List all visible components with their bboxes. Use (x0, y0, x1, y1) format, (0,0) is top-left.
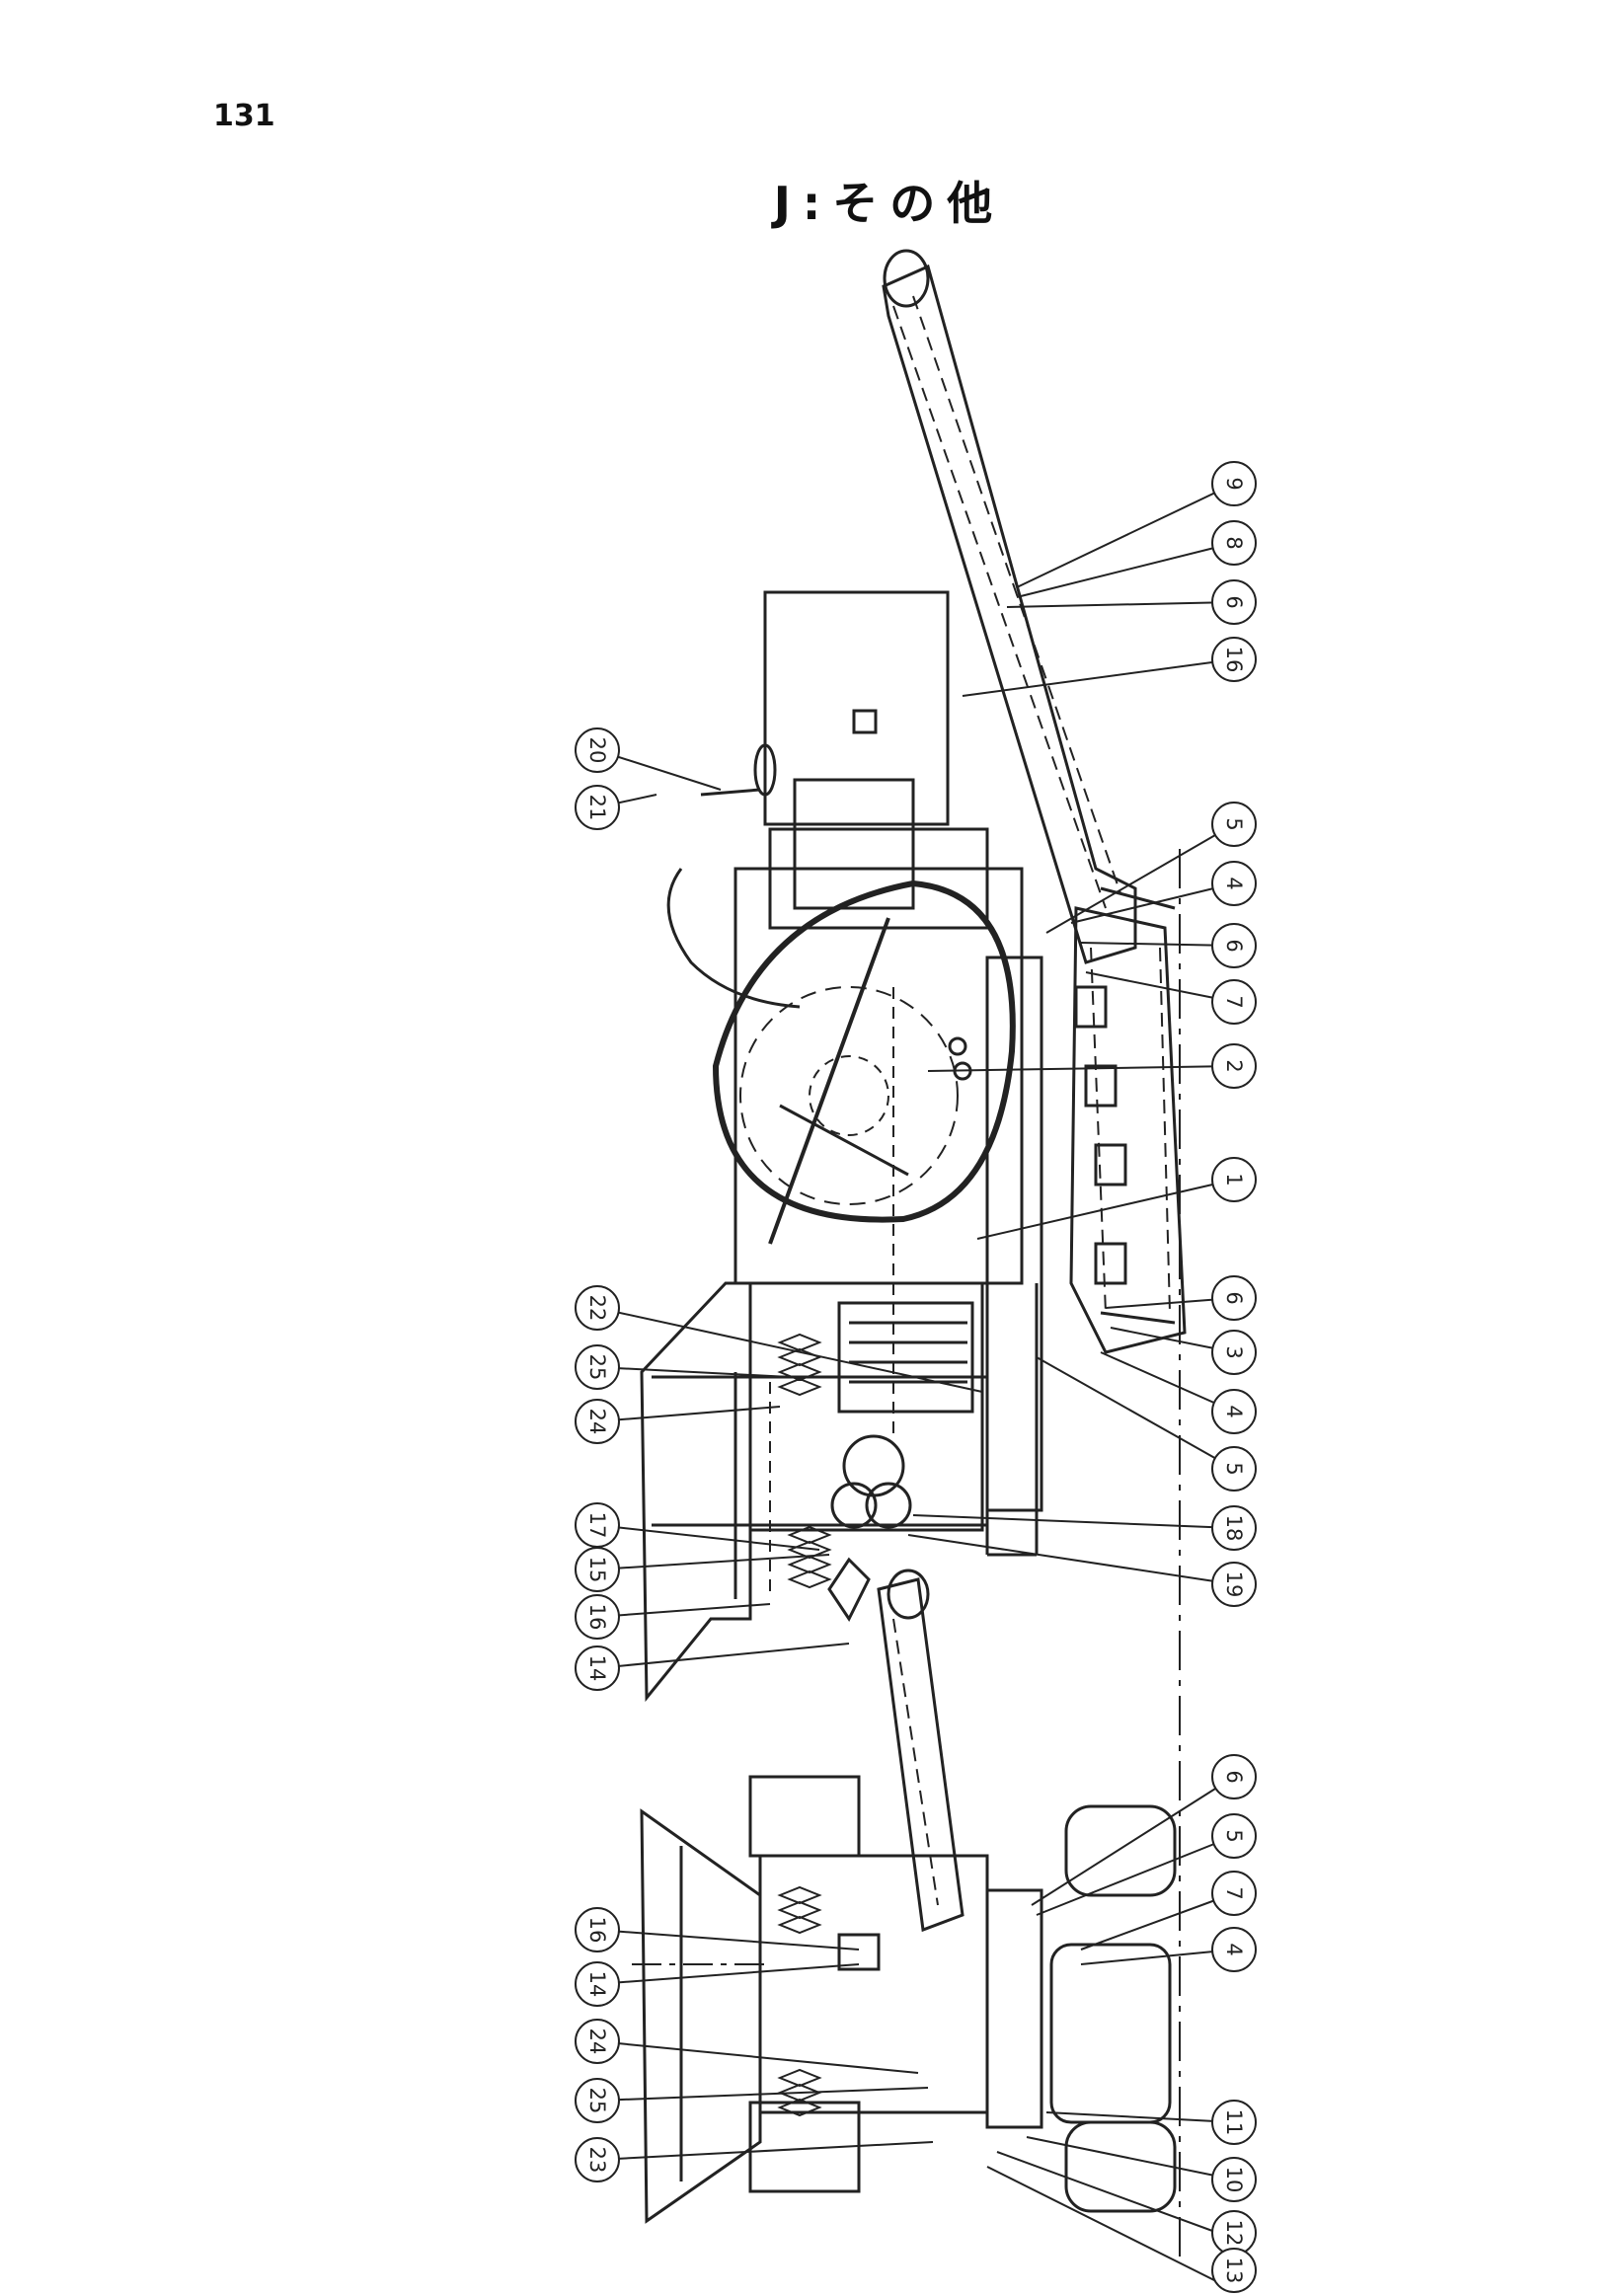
callout-25: 25 (575, 1344, 620, 1390)
callout-13: 13 (1211, 2248, 1257, 2293)
callout-label: 25 (585, 2088, 609, 2114)
callout-16: 16 (575, 1907, 620, 1952)
callout-label: 20 (585, 737, 609, 764)
callout-22: 22 (575, 1285, 620, 1331)
callout-label: 4 (1222, 1405, 1246, 1417)
callout-10: 10 (1211, 2157, 1257, 2202)
callout-label: 22 (585, 1295, 609, 1322)
callout-1: 1 (1211, 1157, 1257, 1202)
callout-23: 23 (575, 2137, 620, 2182)
callout-14: 14 (575, 1645, 620, 1691)
front-view-drawing (632, 1569, 1177, 2224)
callout-label: 16 (1222, 647, 1246, 673)
callout-14: 14 (575, 1961, 620, 2007)
callout-21: 21 (575, 785, 620, 830)
callout-24: 24 (575, 1399, 620, 1444)
callout-label: 6 (1222, 595, 1246, 608)
callout-label: 5 (1222, 1462, 1246, 1475)
callout-15: 15 (575, 1547, 620, 1592)
callout-11: 11 (1211, 2100, 1257, 2145)
callout-label: 14 (585, 1655, 609, 1682)
callout-5: 5 (1211, 1446, 1257, 1492)
callout-17: 17 (575, 1502, 620, 1548)
callout-3: 3 (1211, 1330, 1257, 1375)
callout-label: 7 (1222, 1886, 1246, 1899)
side-view-drawing (640, 249, 1187, 2260)
callout-label: 18 (1222, 1515, 1246, 1542)
callout-6: 6 (1211, 579, 1257, 625)
callout-label: 8 (1222, 536, 1246, 549)
callout-19: 19 (1211, 1562, 1257, 1607)
callout-6: 6 (1211, 1754, 1257, 1799)
callout-4: 4 (1211, 1927, 1257, 1972)
callout-label: 13 (1222, 2258, 1246, 2284)
callout-6: 6 (1211, 923, 1257, 968)
callout-16: 16 (575, 1594, 620, 1640)
callout-label: 1 (1222, 1173, 1246, 1186)
callout-label: 19 (1222, 1571, 1246, 1598)
callout-5: 5 (1211, 1813, 1257, 1859)
callout-6: 6 (1211, 1275, 1257, 1321)
callout-label: 15 (585, 1557, 609, 1583)
page-title: J:その他 (773, 177, 1005, 230)
callout-label: 14 (585, 1971, 609, 1998)
callout-label: 24 (585, 1409, 609, 1435)
callout-label: 4 (1222, 1943, 1246, 1955)
callout-label: 6 (1222, 1770, 1246, 1783)
callout-25: 25 (575, 2078, 620, 2123)
callout-label: 5 (1222, 1829, 1246, 1842)
callout-label: 6 (1222, 939, 1246, 952)
callout-5: 5 (1211, 802, 1257, 847)
callout-9: 9 (1211, 461, 1257, 506)
callout-7: 7 (1211, 1871, 1257, 1916)
callout-18: 18 (1211, 1505, 1257, 1551)
callout-label: 7 (1222, 995, 1246, 1008)
callout-label: 11 (1222, 2109, 1246, 2136)
callout-24: 24 (575, 2019, 620, 2064)
callout-label: 9 (1222, 477, 1246, 490)
callout-4: 4 (1211, 1389, 1257, 1434)
callout-16: 16 (1211, 637, 1257, 682)
callout-label: 2 (1222, 1059, 1246, 1072)
leader-lines (596, 483, 1235, 2291)
callout-label: 4 (1222, 877, 1246, 889)
callout-label: 12 (1222, 2220, 1246, 2247)
callout-4: 4 (1211, 861, 1257, 906)
callout-label: 3 (1222, 1345, 1246, 1358)
callout-20: 20 (575, 727, 620, 773)
page-number: 131 (213, 99, 275, 133)
callout-label: 17 (585, 1512, 609, 1539)
callout-2: 2 (1211, 1043, 1257, 1089)
callout-label: 10 (1222, 2167, 1246, 2193)
callout-label: 25 (585, 1354, 609, 1381)
callout-label: 16 (585, 1917, 609, 1944)
callout-7: 7 (1211, 979, 1257, 1025)
callout-label: 21 (585, 795, 609, 821)
callout-label: 23 (585, 2147, 609, 2174)
callout-8: 8 (1211, 520, 1257, 566)
callout-label: 6 (1222, 1291, 1246, 1304)
callout-label: 16 (585, 1604, 609, 1631)
callout-label: 24 (585, 2028, 609, 2055)
callout-label: 5 (1222, 817, 1246, 830)
